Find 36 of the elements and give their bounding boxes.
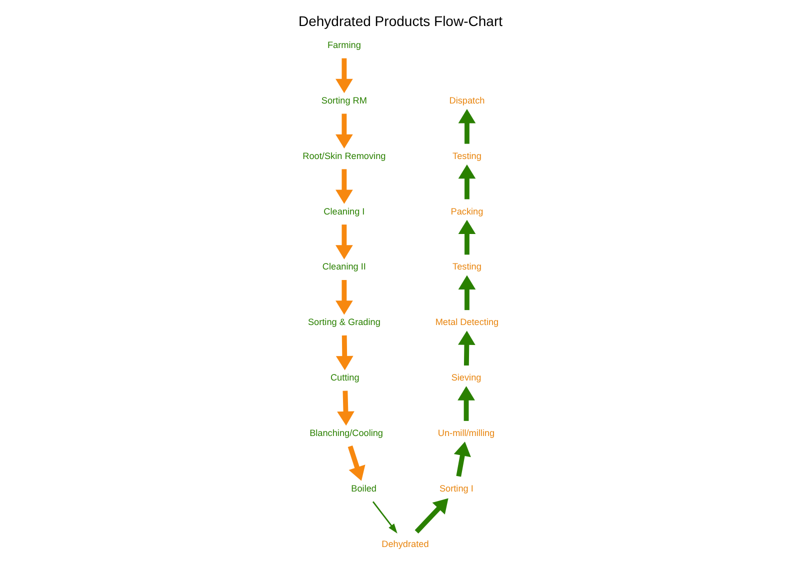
- node-text: Boiled: [350, 483, 376, 494]
- node-text: Dispatch: [448, 95, 484, 106]
- node-text: Cleaning I: [323, 206, 364, 216]
- arrow: [458, 275, 476, 310]
- node-text: Metal Detecting: [434, 317, 498, 328]
- node-text: Cleaning II: [322, 262, 366, 272]
- node-text: Sorting I: [438, 483, 473, 494]
- node-text: Sieving: [450, 372, 481, 383]
- node-text: Un-mill/milling: [437, 428, 494, 438]
- arrow: [458, 220, 476, 255]
- arrow: [347, 446, 365, 481]
- arrow: [335, 335, 353, 370]
- arrow: [458, 330, 475, 366]
- arrow: [453, 442, 470, 477]
- node-text: Packing: [450, 206, 483, 216]
- arrow: [335, 224, 352, 260]
- arrow: [335, 169, 352, 204]
- arrow: [457, 386, 474, 421]
- arrow: [336, 390, 354, 426]
- node-text: Sorting & Grading: [307, 317, 380, 328]
- node-text: Blanching/Cooling: [309, 428, 383, 438]
- node-text: Cutting: [330, 372, 359, 383]
- node-text: Farming: [326, 40, 360, 50]
- node-text: Root/Skin Removing: [302, 150, 386, 161]
- diagram-title: Dehydrated Products Flow-Chart: [298, 12, 502, 29]
- arrow: [372, 501, 397, 534]
- arrow: [335, 58, 352, 94]
- arrow: [335, 114, 352, 148]
- node-text: Testing: [452, 262, 481, 272]
- node-text: Sorting RM: [320, 95, 366, 106]
- node-text: Testing: [452, 150, 481, 161]
- arrow: [458, 109, 476, 144]
- arrow: [458, 164, 476, 200]
- arrow: [335, 280, 352, 315]
- arrow: [414, 498, 448, 534]
- node-text: Dehydrated: [381, 538, 428, 549]
